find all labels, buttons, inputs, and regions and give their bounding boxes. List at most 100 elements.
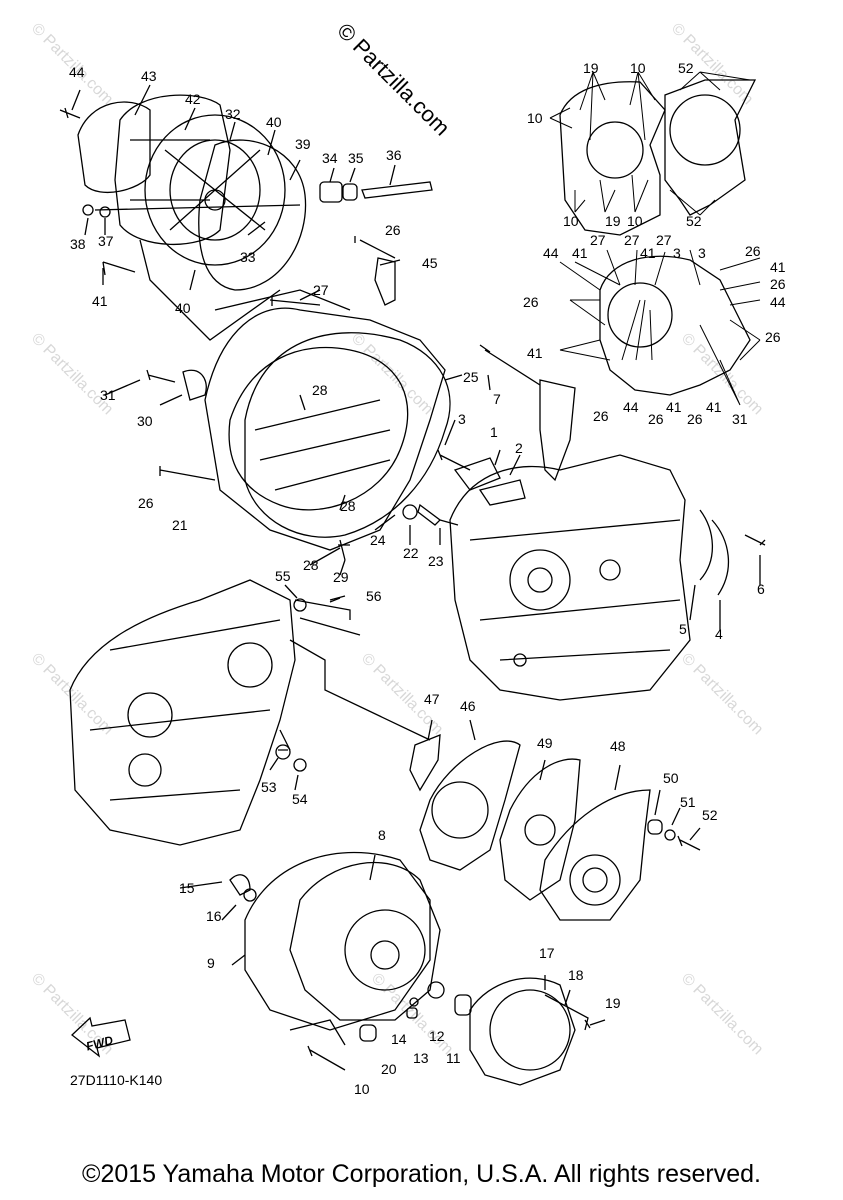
- gasket-label-10c: 10: [563, 213, 579, 229]
- gasket-label-27c: 27: [656, 232, 672, 248]
- callout-55: 55: [275, 568, 291, 584]
- gasket-label-26c: 26: [523, 294, 539, 310]
- gasket-label-52b: 52: [686, 213, 702, 229]
- gasket-outline-mid: [599, 255, 751, 396]
- gasket-label-41d: 41: [527, 345, 543, 361]
- callout-34: 34: [322, 150, 338, 166]
- callout-52: 52: [702, 807, 718, 823]
- gasket-label-19: 19: [583, 60, 599, 76]
- gasket-label-44b: 44: [770, 294, 786, 310]
- gasket-label-41: 41: [572, 245, 588, 261]
- callout-53: 53: [261, 779, 277, 795]
- callout-26b: 26: [138, 495, 154, 511]
- callout-28b: 28: [340, 498, 356, 514]
- gasket-label-41b: 41: [640, 245, 656, 261]
- gasket-label-3b: 3: [698, 245, 706, 261]
- callout-14: 14: [391, 1031, 407, 1047]
- gasket-label-27: 27: [590, 232, 606, 248]
- clutch-cover-8: [289, 861, 441, 1021]
- callout-16: 16: [206, 908, 222, 924]
- callout-37: 37: [98, 233, 114, 249]
- callout-50: 50: [663, 770, 679, 786]
- callout-42: 42: [185, 91, 201, 107]
- callout-35: 35: [348, 150, 364, 166]
- gasket-label-26d: 26: [765, 329, 781, 345]
- gasket-label-26b: 26: [770, 276, 786, 292]
- callout-6: 6: [757, 581, 765, 597]
- callout-45: 45: [422, 255, 438, 271]
- callout-25: 25: [463, 369, 479, 385]
- gasket-25: [244, 332, 451, 538]
- callout-39: 39: [295, 136, 311, 152]
- gasket-label-10b: 10: [527, 110, 543, 126]
- callout-51: 51: [680, 794, 696, 810]
- callout-28: 28: [312, 382, 328, 398]
- callout-40b: 40: [175, 300, 191, 316]
- copyright-notice: ©2015 Yamaha Motor Corporation, U.S.A. A…: [82, 1160, 761, 1188]
- cover-17: [469, 977, 576, 1086]
- callout-49: 49: [537, 735, 553, 751]
- callout-11: 11: [446, 1050, 461, 1066]
- gasket-label-52: 52: [678, 60, 694, 76]
- callout-33: 33: [240, 249, 256, 265]
- callout-4: 4: [715, 626, 723, 642]
- gasket-label-10d: 10: [627, 213, 643, 229]
- cover-outline-right: [559, 79, 757, 236]
- callout-41: 41: [92, 293, 108, 309]
- callout-15: 15: [179, 880, 195, 896]
- cover-49: [499, 758, 581, 901]
- callout-27: 27: [313, 282, 329, 298]
- callout-54: 54: [292, 791, 308, 807]
- callout-1: 1: [490, 424, 498, 440]
- fwd-arrow: [71, 1016, 131, 1058]
- diagram-code: 27D1110-K140: [70, 1072, 163, 1088]
- callout-5: 5: [679, 621, 687, 637]
- callout-22: 22: [403, 545, 419, 561]
- callout-19: 19: [605, 995, 621, 1011]
- gasket-label-31: 31: [732, 411, 748, 427]
- callout-3: 3: [458, 411, 466, 427]
- callout-7: 7: [493, 391, 501, 407]
- callout-18: 18: [568, 967, 584, 983]
- callout-23: 23: [428, 553, 444, 569]
- gasket-label-19b: 19: [605, 213, 621, 229]
- gasket-label-26f: 26: [648, 411, 664, 427]
- callout-9: 9: [207, 955, 215, 971]
- callout-36: 36: [386, 147, 402, 163]
- callout-17: 17: [539, 945, 555, 961]
- gasket-label-41e: 41: [666, 399, 682, 415]
- callout-40: 40: [266, 114, 282, 130]
- gasket-label-41c: 41: [770, 259, 786, 275]
- cover-42: [114, 94, 231, 246]
- callout-13: 13: [413, 1050, 429, 1066]
- gasket-43: [77, 101, 151, 194]
- fwd-label: FWD: [84, 1033, 114, 1054]
- callout-30: 30: [137, 413, 153, 429]
- crankcase-cover-21: [204, 307, 446, 551]
- clutch-cover-32: [144, 114, 286, 266]
- crankcase-right: [449, 454, 691, 701]
- callout-43: 43: [141, 68, 157, 84]
- cover-48: [539, 789, 651, 921]
- callout-21: 21: [172, 517, 188, 533]
- callout-31: 31: [100, 387, 116, 403]
- callout-24: 24: [370, 532, 386, 548]
- gasket-label-44c: 44: [623, 399, 639, 415]
- gasket-label-27b: 27: [624, 232, 640, 248]
- callout-28c: 28: [303, 557, 319, 573]
- gasket-label-3: 3: [673, 245, 681, 261]
- callout-44: 44: [69, 64, 85, 80]
- gasket-label-44: 44: [543, 245, 559, 261]
- gasket-label-41f: 41: [706, 399, 722, 415]
- cover-46: [419, 740, 521, 871]
- crankcase-left: [69, 579, 296, 846]
- callout-47: 47: [424, 691, 440, 707]
- callout-12: 12: [429, 1028, 445, 1044]
- callout-32: 32: [225, 106, 241, 122]
- gasket-label-10: 10: [630, 60, 646, 76]
- gasket-39: [198, 139, 307, 291]
- gasket-label-26: 26: [745, 243, 761, 259]
- callout-38: 38: [70, 236, 86, 252]
- callout-56: 56: [366, 588, 382, 604]
